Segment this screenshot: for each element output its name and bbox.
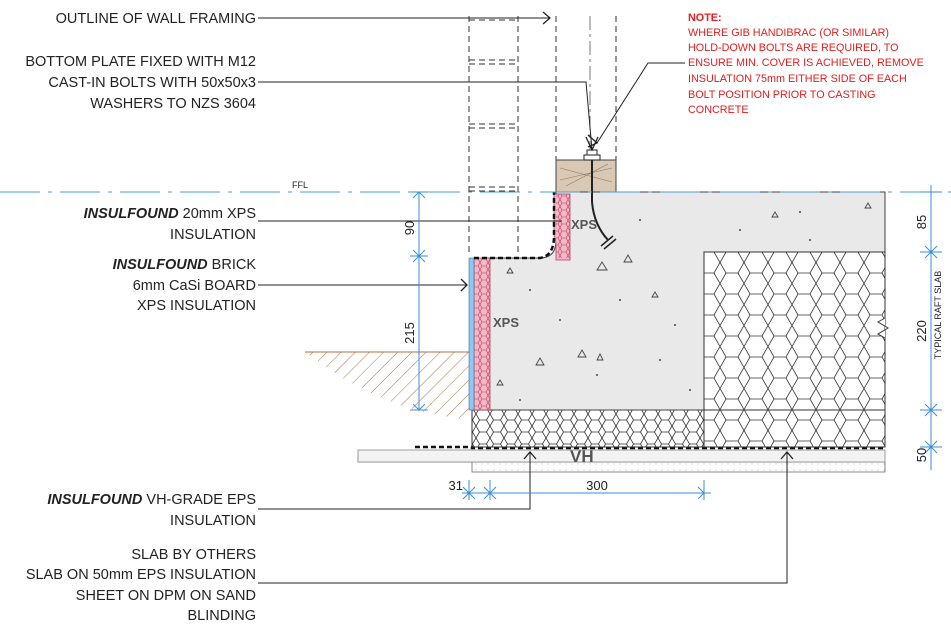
vh-tag: VH — [570, 447, 594, 466]
label-slab-2: SLAB ON 50mm EPS INSULATION — [26, 567, 256, 583]
label-brick-rest: BRICK — [208, 257, 257, 273]
raft-eps-pod — [703, 251, 886, 411]
hold-down-bolt — [583, 149, 617, 250]
label-slab-3: SHEET ON DPM ON SAND — [76, 588, 256, 604]
sand-blinding-base — [357, 449, 886, 463]
xps-lower-tag: XPS — [493, 315, 519, 330]
label-slab-4: BLINDING — [188, 608, 257, 624]
label-brick-brand: INSULFOUND — [113, 257, 209, 273]
note-line-6: CONCRETE — [688, 104, 749, 116]
label-eps-rest: VH-GRADE EPS — [142, 492, 256, 508]
note-leader-arrow — [587, 134, 599, 148]
dim-left — [410, 191, 428, 411]
label-xps-rest: 20mm XPS — [179, 206, 256, 222]
dim-220: 220 — [914, 320, 929, 342]
dim-right — [920, 185, 942, 470]
slab-eps-layer — [703, 409, 886, 448]
ffl-label: FFL — [292, 180, 308, 190]
label-bottom-plate-1: BOTTOM PLATE FIXED WITH M12 — [25, 54, 256, 70]
typical-raft-slab-label: TYPICAL RAFT SLAB — [933, 271, 943, 360]
break-line — [877, 317, 889, 339]
leader-lines — [258, 17, 788, 584]
note-line-2: HOLD-DOWN BOLTS ARE REQUIRED, TO — [688, 42, 899, 54]
label-bottom-plate-2: CAST-IN BOLTS WITH 50x50x3 — [48, 75, 256, 91]
vh-eps-layer — [471, 409, 705, 448]
note-title: NOTE: — [688, 12, 722, 24]
note-block: NOTE: WHERE GIB HANDIBRAC (OR SIMILAR) H… — [688, 12, 924, 116]
dim-300: 300 — [586, 478, 608, 493]
dim-215: 215 — [402, 322, 417, 344]
note-line-5: BOLT POSITION PRIOR TO CASTING — [688, 89, 876, 101]
label-eps-line1: INSULFOUND VH-GRADE EPS — [47, 492, 256, 508]
label-brick-3: XPS INSULATION — [137, 298, 256, 314]
note-line-1: WHERE GIB HANDIBRAC (OR SIMILAR) — [688, 27, 889, 39]
casi-board-strip — [468, 257, 475, 411]
label-slab-1: SLAB BY OTHERS — [131, 547, 256, 563]
label-eps-brand: INSULFOUND — [47, 492, 143, 508]
brick-xps-hatch — [474, 258, 490, 410]
dim-50: 50 — [914, 448, 929, 462]
label-brick-2: 6mm CaSi BOARD — [133, 278, 256, 294]
xps-upper-hatch — [556, 194, 570, 258]
label-bottom-plate-3: WASHERS TO NZS 3604 — [90, 96, 256, 112]
edge-membrane-line — [474, 192, 556, 260]
label-eps-2: INSULATION — [170, 513, 256, 529]
dim-90: 90 — [402, 221, 417, 235]
label-wall-framing: OUTLINE OF WALL FRAMING — [56, 11, 256, 27]
label-xps-line1: INSULFOUND 20mm XPS — [84, 206, 256, 222]
note-line-4: INSULATION 75mm EITHER SIDE OF EACH — [688, 73, 907, 85]
note-line-3: ENSURE MIN. COVER IS ACHIEVED, REMOVE — [688, 57, 924, 69]
label-brick-line1: INSULFOUND BRICK — [113, 257, 257, 273]
label-xps-brand: INSULFOUND — [84, 206, 180, 222]
wall-framing-outline — [468, 16, 617, 255]
concrete-dots — [519, 211, 811, 401]
soil-hatch — [305, 352, 470, 420]
concrete-aggregate — [496, 202, 872, 386]
bottom-plate-grain — [559, 163, 613, 187]
label-xps-2: INSULATION — [170, 227, 256, 243]
dim-85: 85 — [914, 215, 929, 229]
dim-31: 31 — [449, 478, 463, 493]
xps-upper-tag: XPS — [571, 217, 597, 232]
dim-bottom — [462, 480, 711, 500]
